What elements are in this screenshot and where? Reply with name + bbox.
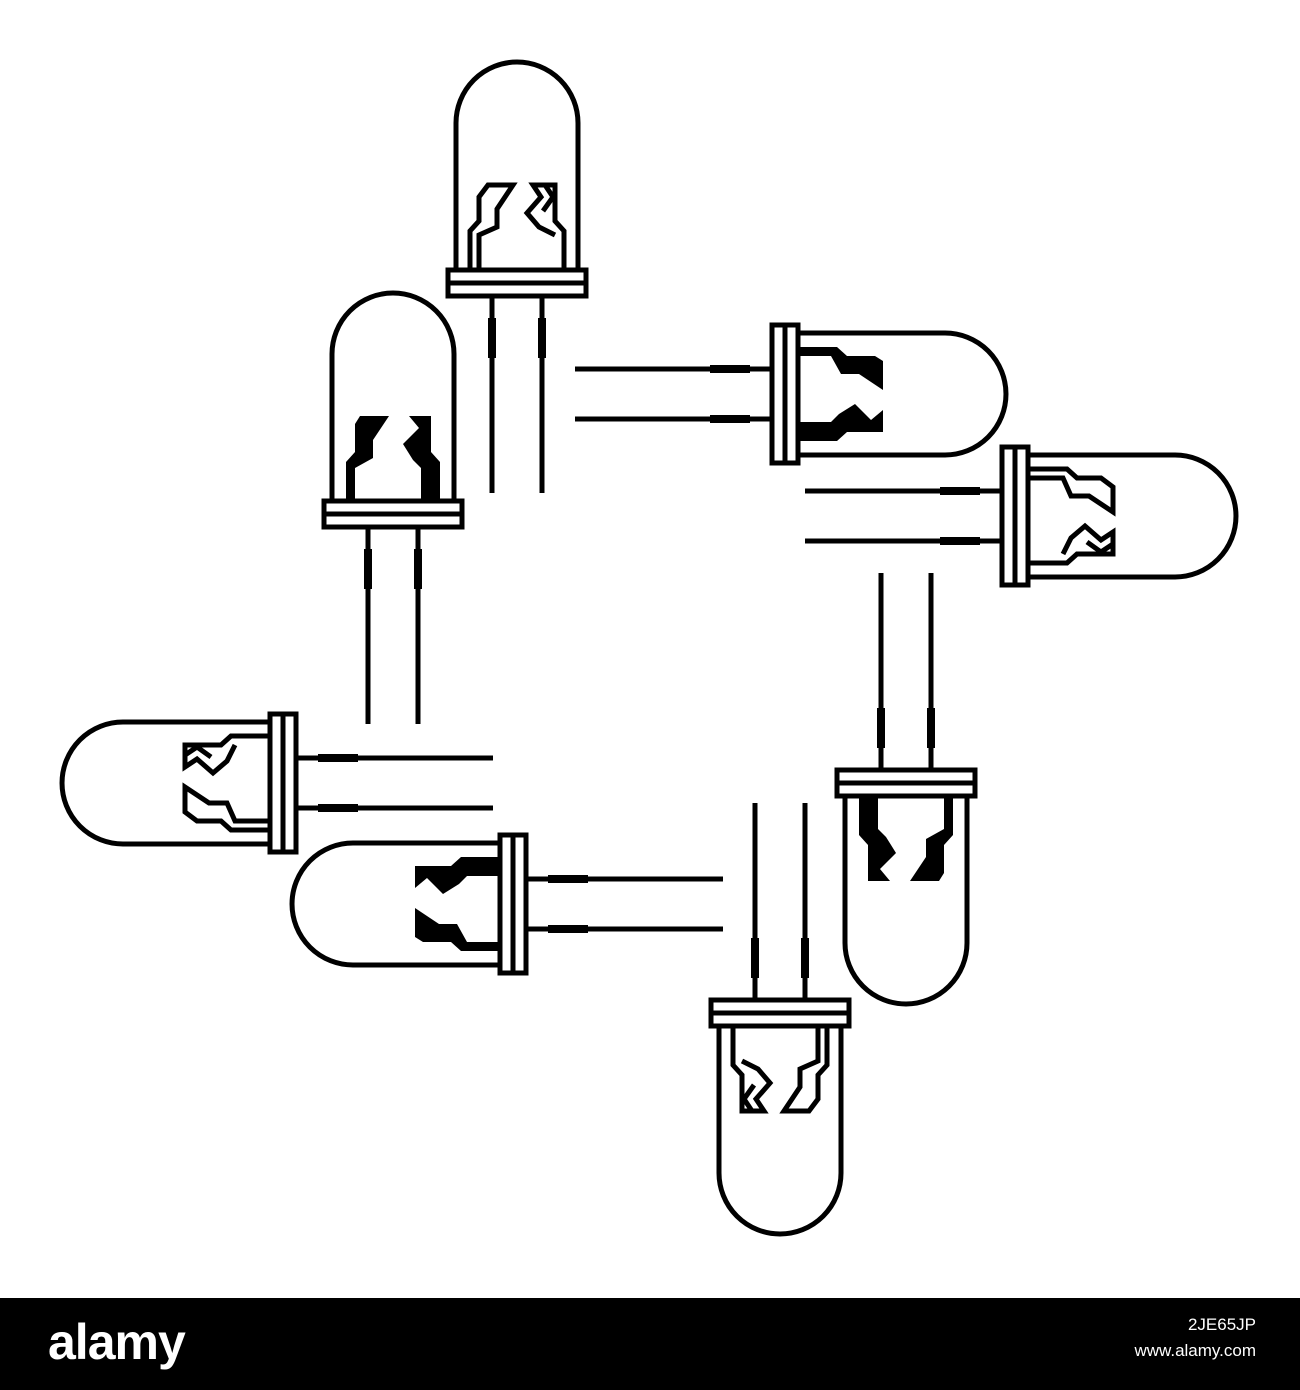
- brand-logo: alamy: [48, 1314, 186, 1370]
- image-id: 2JE65JP: [1187, 1315, 1256, 1334]
- led-lower-right: [837, 573, 975, 1004]
- led-upper-right: [575, 325, 1006, 463]
- led-right: [805, 447, 1236, 585]
- led-top: [448, 62, 586, 493]
- site-url: www.alamy.com: [1134, 1341, 1256, 1360]
- image-info: 2JE65JP www.alamy.com: [1116, 1312, 1256, 1364]
- led-lower-left: [292, 835, 723, 973]
- led-bottom: [711, 803, 849, 1234]
- led-illustration: [0, 0, 1300, 1298]
- led-upper-left: [324, 293, 462, 724]
- stock-footer: alamy 2JE65JP www.alamy.com: [0, 1298, 1300, 1390]
- led-left: [62, 714, 493, 852]
